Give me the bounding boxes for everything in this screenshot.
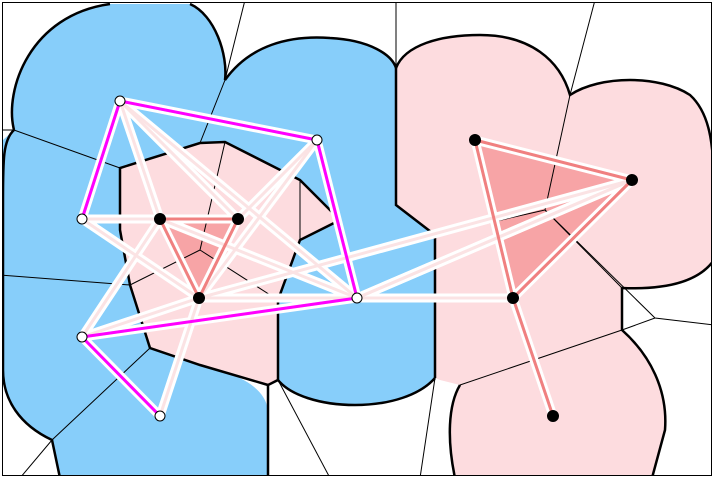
mst-edge: [118, 99, 319, 142]
hollow-vertex: [154, 410, 166, 422]
hollow-vertex: [311, 134, 323, 146]
voronoi-edge: [621, 317, 656, 331]
filled-vertex: [507, 292, 519, 304]
voronoi-edge: [199, 249, 279, 301]
edge-core: [197, 138, 319, 300]
mst-edge: [80, 99, 122, 221]
voronoi-edge: [459, 329, 623, 386]
graph-edges: [77, 96, 637, 421]
hollow-vertex: [351, 292, 363, 304]
pink-edge: [158, 217, 201, 300]
filled-vertex: [232, 213, 244, 225]
filled-vertex: [469, 134, 481, 146]
filled-vertex: [626, 174, 638, 186]
pink-edge: [473, 138, 634, 182]
outline-divider: [394, 68, 437, 378]
edge-core: [118, 99, 240, 221]
hollow-vertex: [76, 213, 88, 225]
edge-core: [197, 178, 634, 300]
edge-core: [80, 217, 162, 339]
hollow-vertex: [76, 331, 88, 343]
voronoi-edge: [299, 180, 341, 241]
pink-edge: [197, 217, 240, 300]
hollow-vertex: [114, 95, 126, 107]
edge-core: [355, 178, 634, 300]
mst-edge: [80, 296, 359, 339]
voronoi-edge: [3, 274, 131, 286]
edge-core: [118, 99, 162, 221]
voronoi-edge: [277, 379, 329, 475]
edge-core: [80, 296, 201, 339]
voronoi-edge: [569, 3, 595, 96]
outline-blue-left: [3, 129, 61, 475]
outline-blue-bottom: [266, 377, 436, 475]
edge-core: [158, 296, 201, 418]
graph-vertices: [76, 95, 638, 422]
edge-core: [80, 217, 201, 300]
filled-vertex: [154, 213, 166, 225]
mst-edge: [80, 335, 162, 418]
outline-blue-top: [10, 3, 398, 131]
edge-core: [158, 217, 359, 300]
filled-vertex: [193, 292, 205, 304]
voronoi-edge: [3, 129, 121, 169]
pink-edge: [511, 178, 634, 300]
edge-core: [236, 138, 319, 221]
voronoi-edge: [129, 249, 201, 286]
pink-edge: [511, 296, 555, 418]
filled-vertex: [547, 410, 559, 422]
pink-edge: [473, 138, 515, 300]
outline-pink-bottom: [448, 384, 462, 475]
mst-edge: [315, 138, 359, 300]
voronoi-edge: [419, 377, 436, 475]
voronoi-edge: [544, 209, 623, 289]
